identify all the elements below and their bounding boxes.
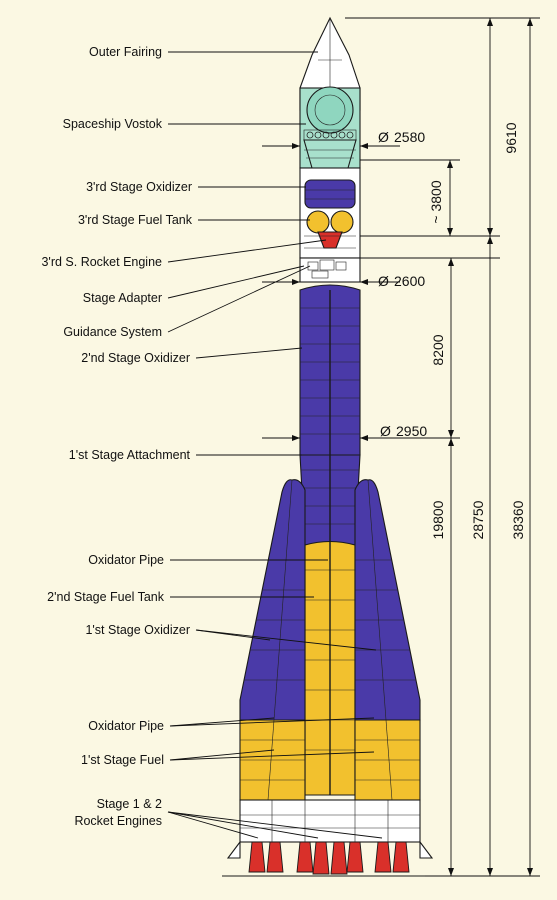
vostok-sphere [306, 86, 354, 134]
third-stage-fuel-tank-right [330, 210, 354, 234]
label-oxidator-pipe-lower: Oxidator Pipe [88, 719, 164, 733]
engine-nozzle [266, 841, 284, 873]
diameter-symbol: Ø [378, 273, 389, 289]
label-stage-adapter: Stage Adapter [83, 291, 162, 305]
label-spaceship-vostok: Spaceship Vostok [63, 117, 163, 131]
stage-1-2-rocket-engines [248, 841, 410, 875]
label-oxidator-pipe-upper: Oxidator Pipe [88, 553, 164, 567]
engine-nozzle [374, 841, 392, 873]
engine-nozzle [312, 841, 330, 875]
length-19800: 19800 [430, 500, 446, 539]
label-stage-1-2: Stage 1 & 2 [97, 797, 162, 811]
diameter-symbol: Ø [380, 423, 391, 439]
rocket-drawing [222, 16, 440, 877]
engine-nozzle [392, 841, 410, 873]
label-first-stage-oxidizer: 1'st Stage Oxidizer [85, 623, 190, 637]
third-stage-oxidizer [304, 179, 356, 209]
length-9610: 9610 [503, 122, 519, 153]
length-8200: 8200 [430, 334, 446, 365]
third-stage-fuel-tank-left [306, 210, 330, 234]
label-outer-fairing: Outer Fairing [89, 45, 162, 59]
engine-bay-lines [240, 800, 420, 842]
diameter-symbol: Ø [378, 129, 389, 145]
label-second-stage-oxidizer: 2'nd Stage Oxidizer [81, 351, 190, 365]
label-guidance-system: Guidance System [63, 325, 162, 339]
label-first-stage-attachment: 1'st Stage Attachment [69, 448, 191, 462]
label-third-stage-rocket-engine: 3'rd S. Rocket Engine [41, 255, 162, 269]
engine-bay [239, 799, 421, 843]
label-first-stage-fuel: 1'st Stage Fuel [81, 753, 164, 767]
diameter-core: 2950 [396, 423, 427, 439]
label-second-stage-fuel-tank: 2'nd Stage Fuel Tank [47, 590, 165, 604]
engine-nozzle [346, 841, 364, 873]
part-labels: Outer Fairing Spaceship Vostok 3'rd Stag… [41, 45, 192, 828]
label-rocket-engines: Rocket Engines [74, 814, 162, 828]
length-dimensions: 9610 ~ 3800 8200 19800 28750 38360 [345, 17, 540, 877]
diameter-vostok: 2580 [394, 129, 425, 145]
engine-nozzle [248, 841, 266, 873]
right-booster-lines [355, 479, 420, 801]
vostok-ring [306, 131, 354, 139]
leader-lines [167, 51, 383, 839]
engine-nozzle [330, 841, 348, 875]
diameter-second-stage: 2600 [394, 273, 425, 289]
length-38360: 38360 [510, 500, 526, 539]
left-booster-lines [240, 479, 305, 801]
label-third-stage-fuel-tank: 3'rd Stage Fuel Tank [78, 213, 193, 227]
diameter-markers: Ø 2580 Ø 2600 Ø 2950 [262, 129, 460, 441]
guidance-system [307, 261, 319, 271]
length-28750: 28750 [470, 500, 486, 539]
length-3800: ~ 3800 [428, 180, 444, 223]
engine-nozzle [296, 841, 314, 873]
label-third-stage-oxidizer: 3'rd Stage Oxidizer [86, 180, 192, 194]
